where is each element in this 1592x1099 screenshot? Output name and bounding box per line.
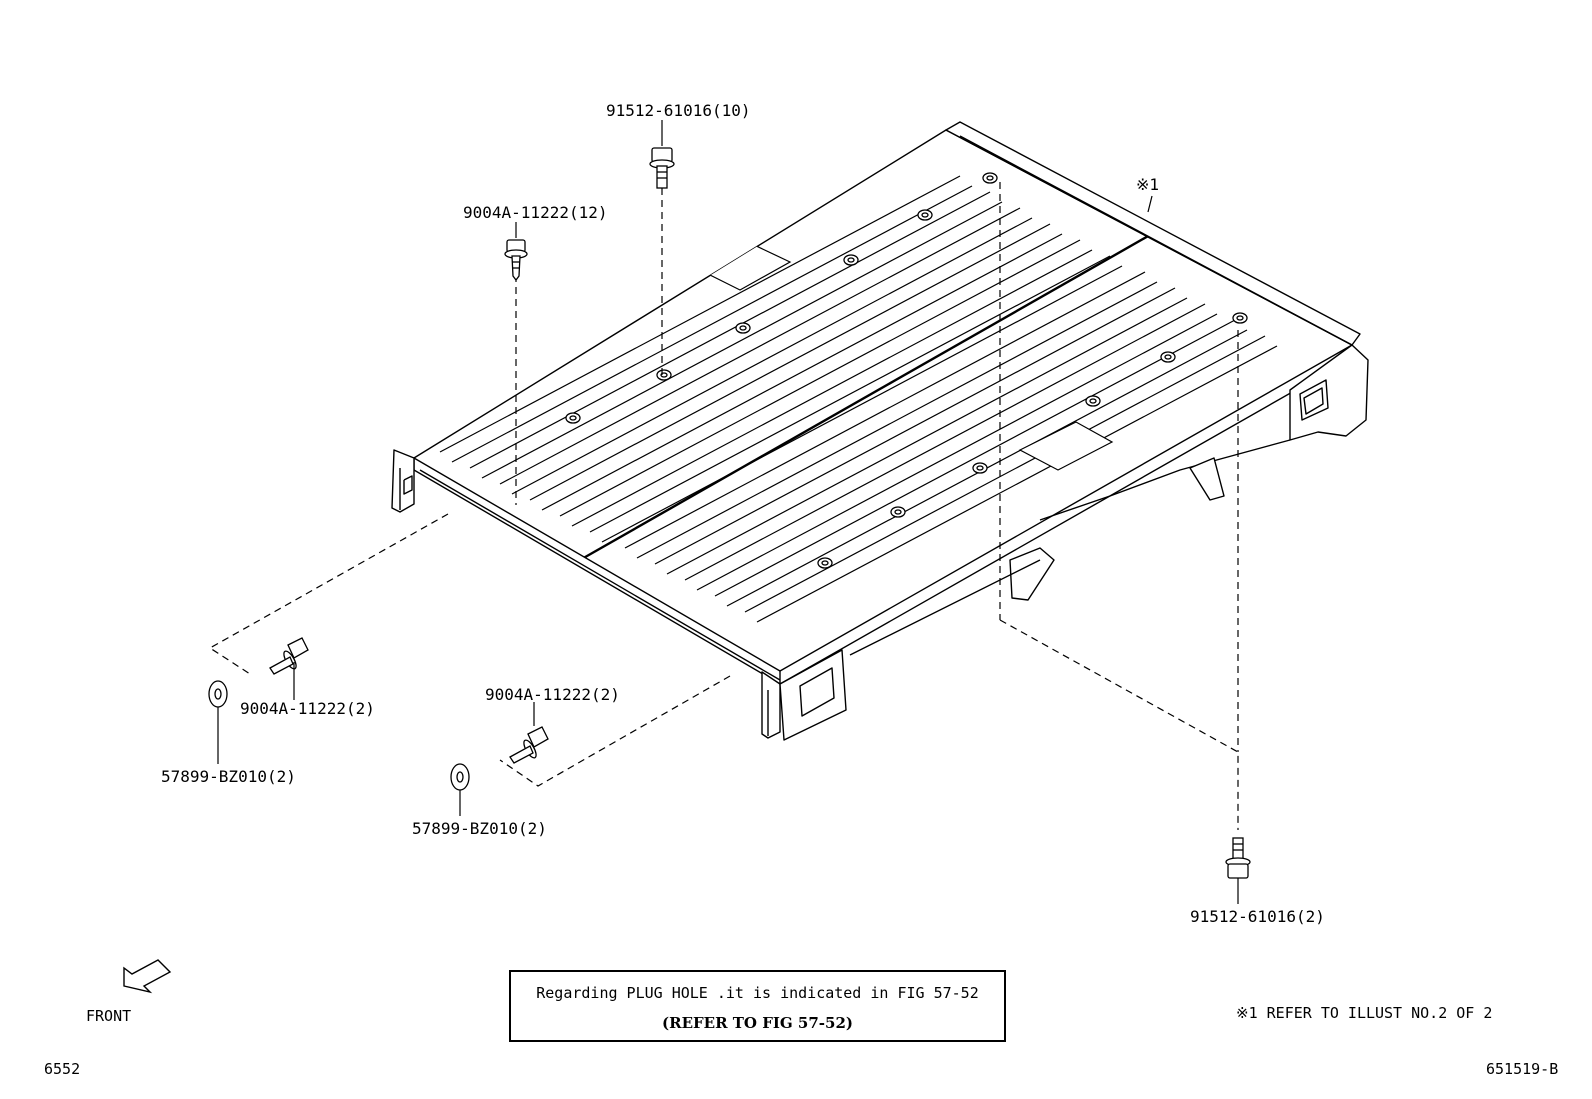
refer-illust-note: ※1 REFER TO ILLUST NO.2 OF 2 (1236, 1004, 1493, 1022)
part-label-washer-center: 57899-BZ010(2) (412, 819, 547, 838)
part-label-bolt-bottom-right: 91512-61016(2) (1190, 907, 1325, 926)
part-label-washer-left: 57899-BZ010(2) (161, 767, 296, 786)
deck-ribs (439, 175, 1278, 623)
flange-bolt-top-icon (649, 147, 675, 189)
tapping-screw-center-icon (509, 726, 549, 764)
washer-left-icon (208, 680, 228, 708)
footer-left-code: 6552 (44, 1060, 81, 1078)
installation-guide-lines (208, 182, 1239, 830)
rib-row (439, 175, 1278, 623)
front-label: FRONT (86, 1007, 132, 1025)
note-line-2: (REFER TO FIG 57-52) (662, 1014, 853, 1032)
part-label-screw-center: 9004A-11222(2) (485, 685, 620, 704)
washer-center-icon (450, 763, 470, 791)
tapping-screw-left-icon (269, 637, 309, 675)
flange-bolt-bottom-right-icon (1225, 837, 1251, 879)
plug-holes (565, 172, 1248, 569)
tapping-screw-top-icon (504, 239, 528, 282)
part-label-screw-top: 9004A-11222(12) (463, 203, 608, 222)
plug-hole-note-box: Regarding PLUG HOLE .it is indicated in … (509, 970, 1006, 1042)
footer-right-code: 651519-B (1486, 1060, 1559, 1078)
front-arrow-icon (123, 959, 172, 994)
part-label-bolt-top: 91512-61016(10) (606, 101, 751, 120)
note-line-1: Regarding PLUG HOLE .it is indicated in … (536, 984, 979, 1002)
ref-mark-label: ※1 (1136, 175, 1160, 194)
part-label-screw-left: 9004A-11222(2) (240, 699, 375, 718)
leader-lines (217, 120, 1239, 904)
